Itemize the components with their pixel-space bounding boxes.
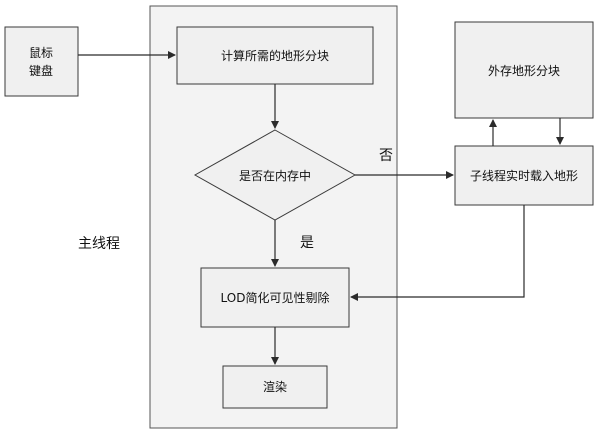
lod-culling-box [200,267,350,328]
external-tiles-label: 外存地形分块 [488,64,560,78]
subthread-load-box [454,145,594,206]
external-tiles-box [454,21,594,119]
render-box [222,365,328,409]
calc-tiles-box [176,26,374,85]
in-memory-label: 是否在内存中 [239,168,311,183]
lod-culling-label: LOD简化可见性剔除 [221,290,330,305]
mouse-label: 鼠标 [29,46,53,60]
mouse-keyboard-box [4,26,79,97]
subthread-load-label: 子线程实时载入地形 [470,168,578,183]
render-label: 渲染 [263,379,287,394]
yes-label: 是 [300,235,314,251]
arrow-load-to-lod [350,205,525,301]
keyboard-label: 键盘 [29,63,53,78]
main-thread-label: 主线程 [78,236,120,252]
calc-tiles-label: 计算所需的地形分块 [221,48,329,63]
no-label: 否 [379,148,393,164]
